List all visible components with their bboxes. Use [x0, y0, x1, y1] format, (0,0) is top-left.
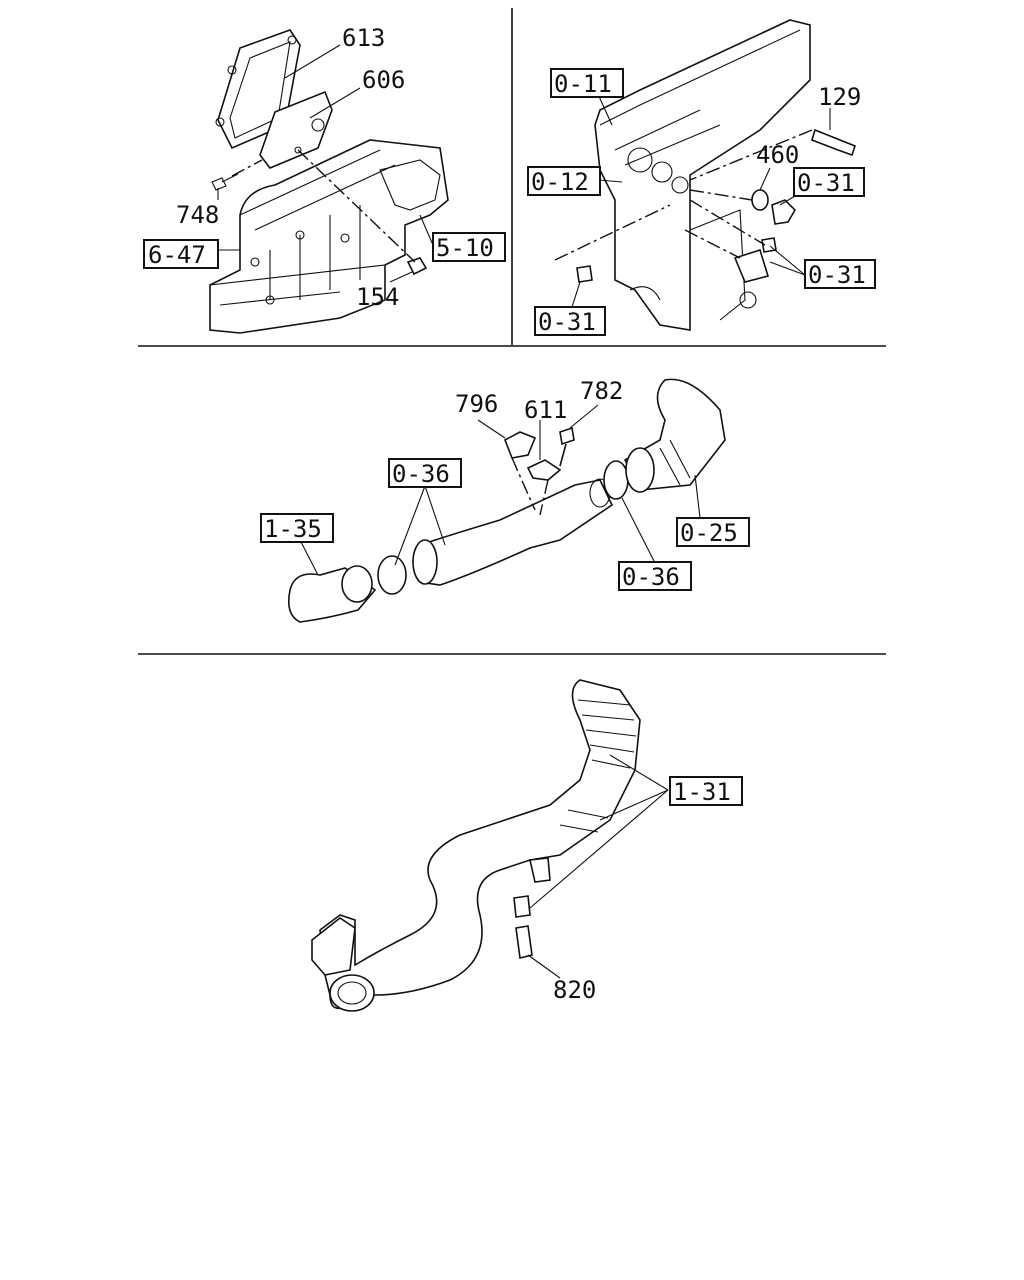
ref-6-47: 6-47	[148, 241, 206, 269]
bracket-611-drawing	[526, 459, 562, 481]
sensor-129-drawing	[811, 128, 856, 157]
ref-0-11: 0-11	[554, 70, 612, 98]
sleeve-drawing	[733, 248, 770, 283]
label-606: 606	[362, 66, 405, 94]
ref-box-0-36-a	[388, 458, 462, 488]
ref-box-5-10	[432, 232, 506, 262]
nut-154-drawing	[406, 257, 428, 276]
ref-box-0-31-a	[793, 167, 865, 197]
ref-1-31: 1-31	[673, 778, 731, 806]
ref-5-10: 5-10	[436, 234, 494, 262]
bracket-drawing	[259, 90, 333, 169]
label-748: 748	[176, 201, 219, 229]
label-154: 154	[356, 283, 399, 311]
ref-box-0-31-c	[534, 306, 606, 336]
ref-0-12: 0-12	[531, 168, 589, 196]
ref-0-36-b: 0-36	[622, 563, 680, 591]
grommet-drawing	[513, 895, 531, 918]
sensor-796-drawing	[503, 431, 537, 459]
frame-rail-drawing	[209, 139, 449, 334]
label-129: 129	[818, 83, 861, 111]
ref-0-31-a: 0-31	[797, 169, 855, 197]
label-782: 782	[580, 377, 623, 405]
ref-0-31-c: 0-31	[538, 308, 596, 336]
label-613: 613	[342, 24, 385, 52]
plug-drawing	[771, 199, 797, 225]
label-460: 460	[756, 141, 799, 169]
ref-box-0-31-b	[804, 259, 876, 289]
ref-box-0-12	[527, 166, 601, 196]
washer-460-drawing	[751, 189, 769, 211]
panel-bottom: 820 1-31	[311, 679, 743, 1012]
label-796: 796	[455, 390, 498, 418]
clamp-right-drawing	[603, 460, 629, 500]
label-820: 820	[553, 976, 596, 1004]
ref-0-25: 0-25	[680, 519, 738, 547]
ref-1-35: 1-35	[264, 515, 322, 543]
ref-box-6-47	[143, 239, 219, 269]
ref-box-0-11	[550, 68, 624, 98]
panel-top-left: 613 606 748 154 6-47 5-10	[143, 24, 506, 334]
cylinder-head-drawing	[594, 19, 811, 331]
clamp-left-drawing	[377, 555, 407, 595]
label-611: 611	[524, 396, 567, 424]
fitting-820-drawing	[515, 925, 533, 959]
panel-middle: 796 611 782 0-36 1-35 0-25 0-36	[260, 377, 750, 623]
bolt-748-drawing	[211, 173, 239, 191]
ref-box-0-25	[676, 517, 750, 547]
ref-box-1-35	[260, 513, 334, 543]
ref-box-1-31	[669, 776, 743, 806]
ref-box-0-36-b	[618, 561, 692, 591]
intake-pipe-drawing	[419, 479, 614, 586]
bolt-782-drawing	[559, 426, 575, 467]
ref-0-36-a: 0-36	[392, 460, 450, 488]
ref-0-31-b: 0-31	[808, 261, 866, 289]
panel-top-right: 129 460 0-11 0-12 0-31 0-31 0-31	[527, 19, 876, 336]
intake-duct-drawing	[311, 679, 641, 1012]
